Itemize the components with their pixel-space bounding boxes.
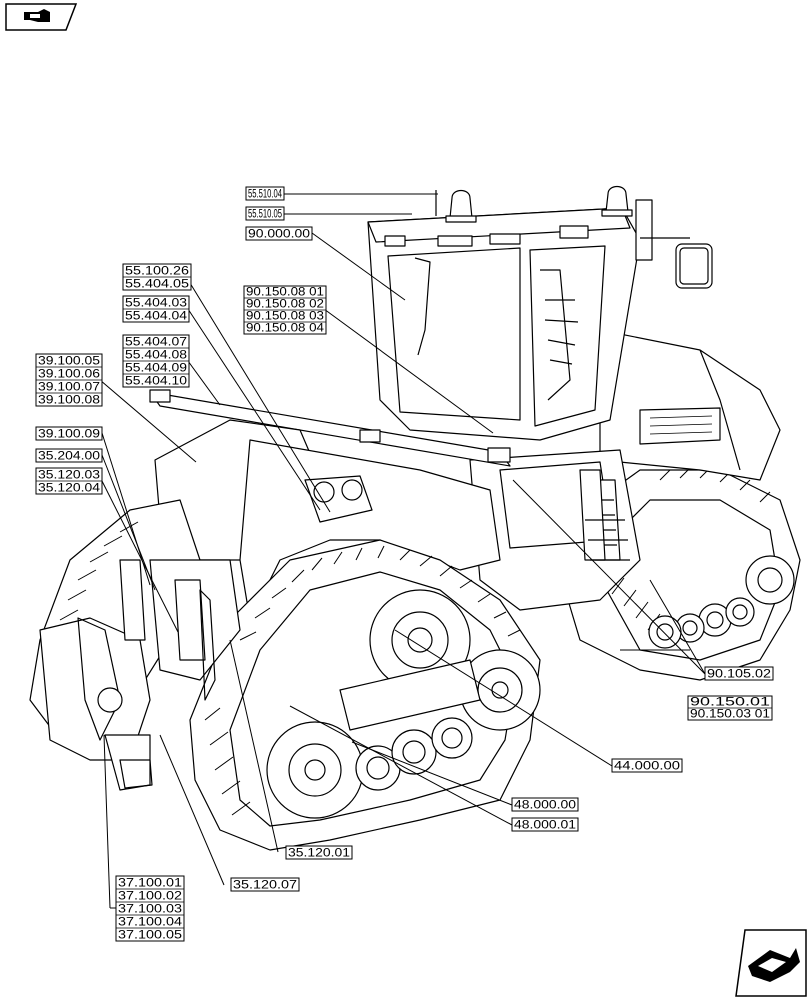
callout-group: 48.000.01 bbox=[511, 817, 579, 832]
leader-lines bbox=[99, 193, 706, 909]
callout-reference[interactable]: 55.100.26 bbox=[125, 266, 189, 278]
rear-light-bar bbox=[149, 389, 511, 467]
mirror bbox=[640, 237, 713, 289]
engine-hood bbox=[599, 329, 781, 481]
callout-reference[interactable]: 90.105.02 bbox=[707, 669, 771, 681]
callout-reference[interactable]: 90.150.08 04 bbox=[246, 323, 325, 335]
callout-reference[interactable]: 90.150.03 01 bbox=[690, 709, 770, 721]
callout-box bbox=[611, 758, 683, 773]
callout-reference[interactable]: 90.150.01 bbox=[690, 697, 770, 709]
hand-pointing-left-icon bbox=[24, 9, 50, 22]
callout-group: 35.120.01 bbox=[285, 845, 353, 860]
callout-box bbox=[245, 226, 313, 241]
back-button[interactable] bbox=[5, 3, 78, 31]
callout-group: 90.105.02 bbox=[704, 666, 774, 681]
callout-reference[interactable]: 90.150.08 01 bbox=[246, 287, 324, 299]
callout-reference[interactable]: 55.404.03 bbox=[125, 298, 187, 310]
callout-reference[interactable]: 55.404.04 bbox=[125, 311, 188, 323]
tractor-illustration bbox=[29, 185, 801, 851]
callout-box bbox=[230, 877, 300, 892]
callout-box bbox=[35, 426, 103, 441]
callout-reference[interactable]: 35.120.07 bbox=[233, 880, 297, 892]
callout-reference[interactable]: 37.100.05 bbox=[118, 930, 182, 942]
hand-pointing-right-icon bbox=[748, 948, 800, 982]
callout-reference[interactable]: 39.100.09 bbox=[38, 429, 100, 441]
callout-box bbox=[245, 206, 285, 221]
cab bbox=[367, 207, 641, 441]
callout-reference[interactable]: 90.150.08 03 bbox=[246, 311, 324, 323]
callout-group: 35.120.07 bbox=[230, 877, 300, 892]
callout-reference[interactable]: 39.100.07 bbox=[38, 382, 100, 394]
beacons bbox=[445, 185, 653, 261]
callout-reference[interactable]: 44.000.00 bbox=[614, 761, 680, 773]
callout-reference[interactable]: 55.404.05 bbox=[125, 279, 189, 291]
callout-reference[interactable]: 35.120.04 bbox=[38, 483, 101, 495]
forward-button[interactable] bbox=[735, 929, 807, 997]
callout-reference[interactable]: 55.404.07 bbox=[125, 337, 187, 349]
callout-reference[interactable]: 35.120.03 bbox=[38, 470, 100, 482]
callout-group: 55.510.05 bbox=[245, 206, 285, 221]
callout-reference[interactable]: 55.404.08 bbox=[125, 350, 187, 362]
callout-box bbox=[511, 817, 579, 832]
callout-group: 39.100.09 bbox=[35, 426, 103, 441]
rear-fender bbox=[154, 419, 501, 621]
callout-reference[interactable]: 55.404.09 bbox=[125, 363, 187, 375]
callout-reference[interactable]: 35.120.01 bbox=[288, 848, 350, 860]
callout-group: 90.000.00 bbox=[245, 226, 313, 241]
callout-reference[interactable]: 55.510.04 bbox=[248, 189, 282, 201]
cab-lights bbox=[384, 225, 589, 247]
callout-reference[interactable]: 55.404.10 bbox=[125, 376, 187, 388]
near-track bbox=[189, 539, 541, 851]
callout-box bbox=[704, 666, 774, 681]
callout-reference[interactable]: 48.000.00 bbox=[514, 800, 576, 812]
rear-hitch bbox=[39, 559, 241, 791]
callout-group: 37.100.0137.100.0237.100.0337.100.0437.1… bbox=[115, 875, 185, 942]
callout-reference[interactable]: 35.204.00 bbox=[38, 451, 100, 463]
callout-reference[interactable]: 48.000.01 bbox=[514, 820, 576, 832]
callout-reference[interactable]: 37.100.04 bbox=[118, 917, 183, 929]
callout-group: 55.510.04 bbox=[245, 186, 285, 201]
callout-box bbox=[35, 448, 103, 463]
callout-box bbox=[115, 875, 185, 942]
callout-reference[interactable]: 55.510.05 bbox=[248, 209, 282, 221]
callout-reference[interactable]: 37.100.01 bbox=[118, 878, 182, 890]
callout-reference[interactable]: 37.100.02 bbox=[118, 891, 182, 903]
callout-reference[interactable]: 39.100.08 bbox=[38, 395, 100, 407]
access-steps bbox=[579, 469, 630, 561]
callout-reference[interactable]: 37.100.03 bbox=[118, 904, 182, 916]
callout-box bbox=[285, 845, 353, 860]
callout-group: 35.204.00 bbox=[35, 448, 103, 463]
callout-box bbox=[511, 797, 579, 812]
callout-box bbox=[245, 186, 285, 201]
callout-group: 44.000.00 bbox=[611, 758, 683, 773]
callout-reference[interactable]: 39.100.06 bbox=[38, 369, 100, 381]
callout-reference[interactable]: 90.000.00 bbox=[248, 229, 310, 241]
callout-reference[interactable]: 39.100.05 bbox=[38, 356, 100, 368]
callout-reference[interactable]: 90.150.08 02 bbox=[246, 299, 324, 311]
callout-group: 48.000.00 bbox=[511, 797, 579, 812]
callout-labels: 55.510.0455.510.0590.000.0055.100.2655.4… bbox=[35, 186, 774, 942]
